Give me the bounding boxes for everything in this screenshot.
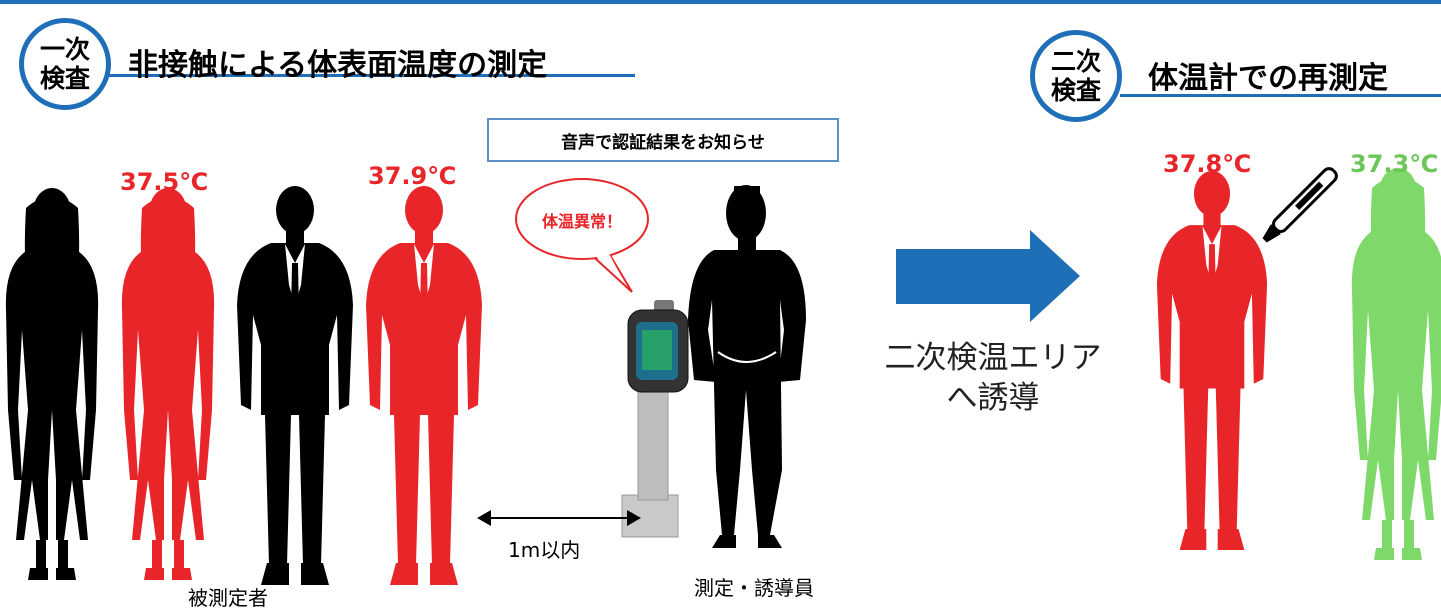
distance-arrow bbox=[477, 510, 641, 526]
temp-red-man: 37.8℃ bbox=[1163, 150, 1252, 178]
secondary-title: 体温計での再測定 bbox=[1148, 61, 1388, 96]
subjects-label: 被測定者 bbox=[188, 586, 268, 610]
subject-woman-1 bbox=[5, 188, 99, 580]
guide-line2: へ誘導 bbox=[946, 380, 1040, 416]
temp-green-woman: 37.3℃ bbox=[1350, 150, 1439, 178]
clinical-thermometer-icon bbox=[1262, 167, 1338, 243]
subject-woman-2 bbox=[121, 188, 215, 580]
primary-title-underline bbox=[95, 74, 635, 77]
right-arrow bbox=[896, 230, 1080, 322]
subject-man-2 bbox=[366, 186, 482, 585]
guide-line1: 二次検温エリア bbox=[884, 340, 1102, 376]
secondary-badge: 二次検査 bbox=[1030, 30, 1122, 122]
recheck-woman bbox=[1351, 168, 1441, 560]
secondary-badge-line1: 二次 bbox=[1050, 47, 1101, 76]
temp-person2: 37.5℃ bbox=[120, 168, 209, 196]
staff-label: 測定・誘導員 bbox=[694, 576, 814, 600]
subject-man-1 bbox=[237, 186, 353, 585]
secondary-title-underline bbox=[1120, 94, 1441, 97]
distance-label: 1m以内 bbox=[508, 538, 581, 562]
recheck-man bbox=[1156, 170, 1268, 550]
guide-text: 二次検温エリア へ誘導 bbox=[868, 338, 1118, 418]
speech-bubble bbox=[515, 178, 649, 293]
primary-badge-line1: 一次 bbox=[39, 35, 90, 64]
primary-badge-line2: 検査 bbox=[39, 64, 90, 93]
primary-title: 非接触による体表面温度の測定 bbox=[128, 48, 548, 83]
top-border bbox=[0, 0, 1441, 4]
notice-box: 音声で認証結果をお知らせ bbox=[487, 118, 839, 162]
secondary-badge-line2: 検査 bbox=[1050, 76, 1101, 105]
temp-person4: 37.9℃ bbox=[368, 162, 457, 190]
thermometer-kiosk bbox=[621, 300, 689, 538]
speech-bubble-text: 体温異常！ bbox=[541, 212, 622, 231]
staff-person bbox=[688, 185, 806, 548]
primary-badge: 一次検査 bbox=[19, 18, 111, 110]
